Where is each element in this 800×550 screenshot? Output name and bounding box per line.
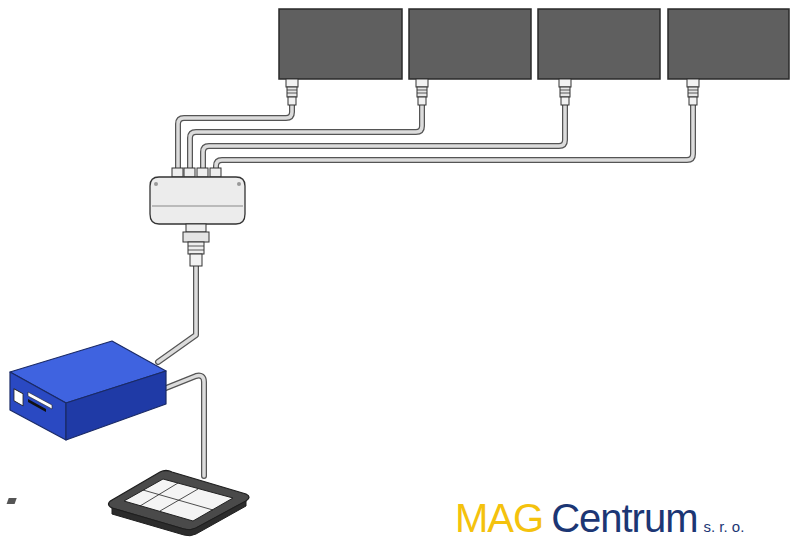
cables (158, 104, 693, 476)
logo-suffix: s. r. o. (704, 518, 745, 535)
display-panel (668, 9, 789, 79)
junction-box (150, 168, 245, 266)
display-panel (538, 9, 660, 79)
logo-word: MAG (455, 496, 543, 540)
keypad (0, 471, 249, 536)
display-panel (409, 9, 531, 79)
logo-word: Centrum (551, 496, 697, 540)
display-panel (279, 9, 402, 79)
controller-unit (10, 341, 166, 440)
company-logo: MAGCentrum s. r. o. (455, 498, 744, 538)
display-panels (279, 9, 789, 105)
